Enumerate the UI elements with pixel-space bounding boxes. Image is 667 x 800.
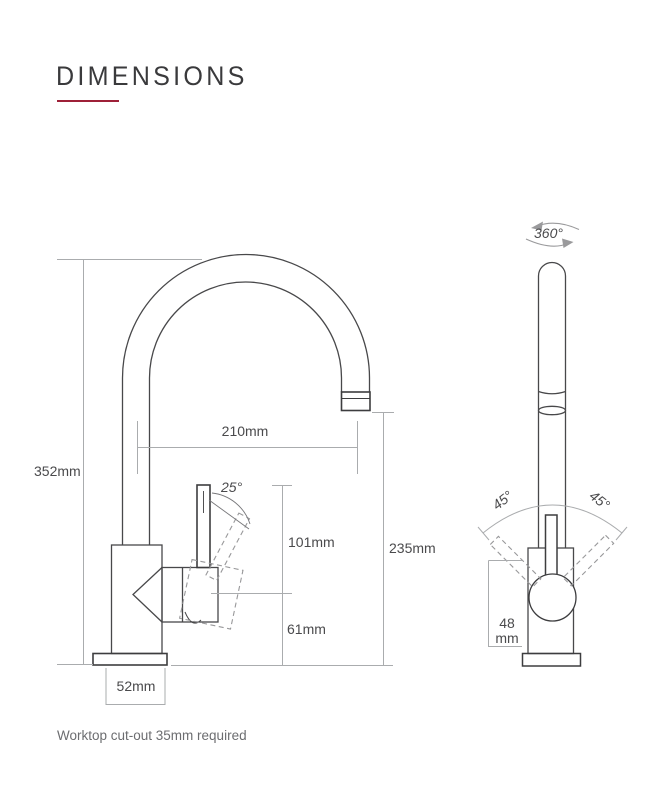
angle-25-indicator (208, 492, 251, 530)
swing-arc (482, 504, 623, 534)
dashed-lever-45-right (562, 534, 615, 587)
label-base-depth-value: 48 (499, 615, 515, 631)
handle-rotated-25-dashed (178, 512, 251, 630)
handle-pivot-ball (528, 573, 577, 622)
rotation-arrowhead-right (562, 238, 574, 248)
tap-side-view (110, 253, 371, 655)
side-view-dark-parts (92, 391, 371, 666)
handle-lever-side (196, 484, 211, 569)
gooseneck-inner-curve (148, 281, 343, 545)
label-spout-clearance: 235mm (389, 540, 436, 556)
handle-mount-curve (184, 611, 202, 624)
front-view-dark-parts (521, 514, 582, 667)
rotation-arrowhead-left (531, 221, 543, 231)
label-handle-height: 101mm (288, 534, 335, 550)
label-spout-rotation: 360° (534, 225, 563, 241)
rotation-360-arrows (525, 221, 580, 248)
angle-25-arc (211, 492, 251, 525)
dim-48-lines (488, 560, 522, 647)
label-body-height: 61mm (287, 621, 326, 637)
base-flange-front (521, 652, 582, 667)
base-flange-side (92, 652, 168, 666)
spout-joint-collar (537, 405, 567, 416)
swing-arc-left-tick (477, 526, 490, 541)
handle-lever-front (544, 514, 558, 578)
dashed-lever-25 (205, 512, 251, 582)
side-view-dimension-lines (57, 259, 394, 705)
page-title: DIMENSIONS (56, 61, 248, 91)
label-base-depth-unit: mm (495, 629, 519, 646)
dashed-lever-45-left (489, 535, 542, 588)
handle-swing-45-dashed (489, 534, 615, 588)
label-handle-angle: 25° (221, 479, 243, 495)
spout-joint-line (538, 390, 566, 395)
handle-mount-block (161, 566, 219, 623)
gooseneck-outer-curve (121, 253, 371, 545)
label-base-depth: 48 mm (492, 616, 522, 645)
spout-column-front (537, 261, 567, 548)
swing-arc-right-tick (615, 526, 628, 541)
label-overall-height: 352mm (34, 463, 81, 479)
worktop-cutout-note: Worktop cut-out 35mm required (57, 728, 247, 743)
title-accent-rule (57, 100, 119, 102)
angle-25-leg (208, 499, 250, 530)
label-base-width: 52mm (116, 678, 156, 694)
tap-body-side (110, 544, 163, 655)
handle-mount-notch (132, 567, 163, 623)
spout-tip (340, 391, 371, 412)
swing-arc-45 (477, 504, 628, 541)
dashed-mount-25 (178, 558, 244, 630)
label-spout-reach: 210mm (221, 423, 269, 439)
